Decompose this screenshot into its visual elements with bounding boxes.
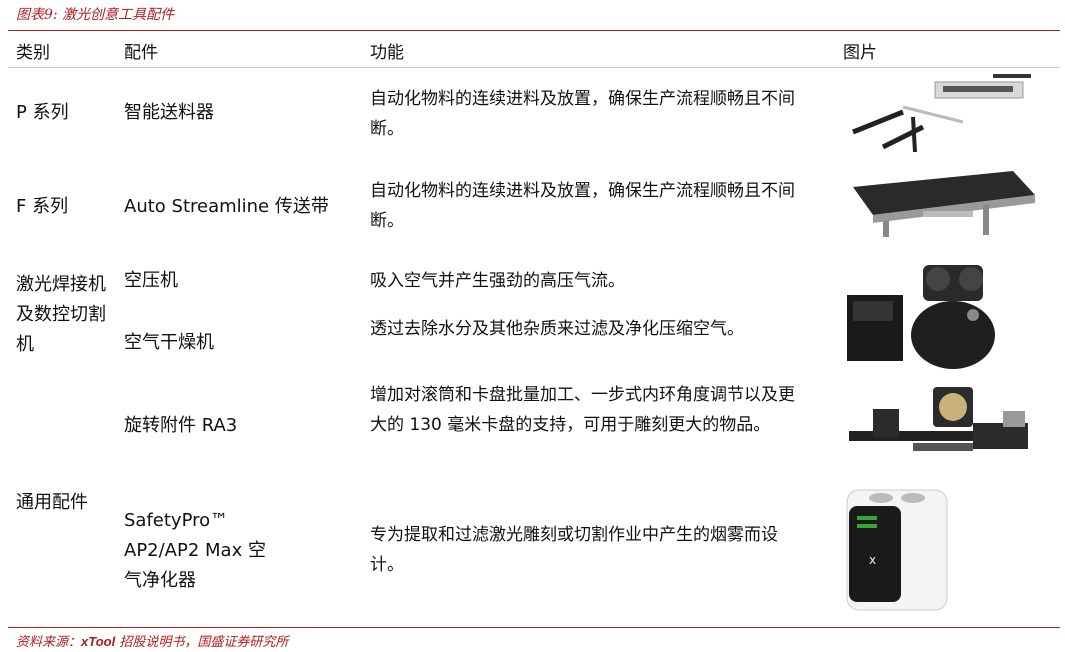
row-accessory: Auto Streamline 传送带 xyxy=(124,196,329,217)
row-accessory: 智能送料器 xyxy=(124,102,214,123)
row-function: 自动化物料的连续进料及放置，确保生产流程顺畅且不间断。 xyxy=(370,89,795,139)
row-function: 专为提取和过滤激光雕刻或切割作业中产生的烟雾而设计。 xyxy=(370,525,778,575)
source-suffix: 招股说明书，国盛证券研究所 xyxy=(115,635,289,650)
source-footer: 资料来源：xTool 招股说明书，国盛证券研究所 xyxy=(16,631,288,650)
row-accessory: 空气干燥机 xyxy=(124,332,214,353)
row-accessory: SafetyPro™ AP2/AP2 Max 空气净化器 xyxy=(124,510,266,591)
air-purifier-image: x xyxy=(843,486,953,614)
row-category: F 系列 xyxy=(16,196,69,217)
source-brand: xTool xyxy=(81,634,116,649)
row-accessory: 旋转附件 RA3 xyxy=(124,415,238,436)
conveyor-image xyxy=(843,165,1038,243)
rotary-attachment-image xyxy=(843,383,1038,473)
svg-text:x: x xyxy=(869,553,876,567)
feeder-image xyxy=(843,72,1038,156)
source-prefix: 资料来源： xyxy=(16,635,82,650)
table-caption: 图表9: 激光创意工具配件 xyxy=(16,7,175,23)
row-category: 通用配件 xyxy=(16,492,88,513)
air-compressor-image xyxy=(843,255,1003,373)
row-function: 增加对滚筒和卡盘批量加工、一步式内环角度调节以及更大的 130 毫米卡盘的支持，… xyxy=(370,385,795,435)
header-rule xyxy=(8,67,1060,68)
row-accessory: 空压机 xyxy=(124,270,178,291)
header-category: 类别 xyxy=(16,43,50,63)
row-category: 激光焊接机及数控切割机 xyxy=(16,274,106,355)
header-function: 功能 xyxy=(370,43,404,63)
bottom-rule xyxy=(8,627,1060,628)
row-function: 自动化物料的连续进料及放置，确保生产流程顺畅且不间断。 xyxy=(370,181,795,231)
row-function: 吸入空气并产生强劲的高压气流。 xyxy=(370,271,625,291)
row-function: 透过去除水分及其他杂质来过滤及净化压缩空气。 xyxy=(370,319,744,339)
header-accessory: 配件 xyxy=(124,43,158,63)
row-category: P 系列 xyxy=(16,102,69,123)
header-image: 图片 xyxy=(843,43,877,63)
top-rule xyxy=(8,30,1060,31)
